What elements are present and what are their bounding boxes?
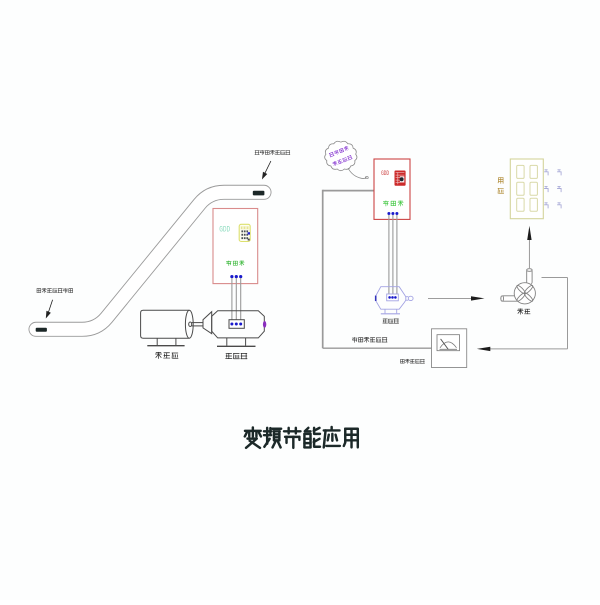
svg-text:GDD: GDD <box>381 170 389 177</box>
svg-text:GDD: GDD <box>219 224 230 234</box>
